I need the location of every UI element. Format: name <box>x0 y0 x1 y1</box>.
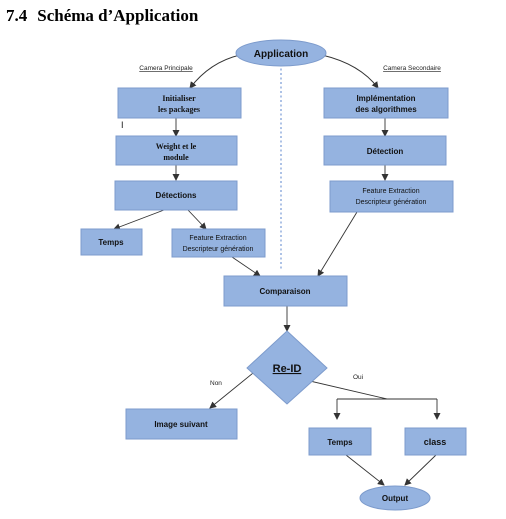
weight-line-1: Weight et le <box>156 142 197 151</box>
image-suivant-label: Image suivant <box>154 420 208 429</box>
comparaison-box: Comparaison <box>223 275 348 307</box>
arrow-feature-left-to-comparaison <box>231 256 261 277</box>
camera-principale-label: Camera Principale <box>139 65 193 72</box>
class-box: class <box>404 427 467 456</box>
arrow-application-to-implementation <box>321 54 379 89</box>
oui-label: Oui <box>353 374 363 381</box>
detections-left-box: Détections <box>114 180 238 211</box>
temps-left-label: Temps <box>98 238 124 247</box>
weight-line-2: module <box>163 153 189 162</box>
feature-right-line-2: Descripteur génération <box>356 199 427 206</box>
arrow-class-to-output <box>404 454 437 486</box>
section-title: Schéma d’Application <box>37 6 199 25</box>
temps-right-box: Temps <box>308 427 372 456</box>
feature-left-line-2: Descripteur génération <box>183 246 254 253</box>
comparaison-label: Comparaison <box>259 287 310 296</box>
detection-right-box: Détection <box>323 135 447 166</box>
implementation-line-2: des algorithmes <box>355 105 417 114</box>
output-label: Output <box>382 494 409 503</box>
initialiser-box: Initialiser les packages <box>117 87 242 119</box>
class-label: class <box>424 437 447 447</box>
line-reid-oui <box>309 380 388 400</box>
temps-left-box: Temps <box>80 228 143 256</box>
arrow-application-to-initialiser <box>189 54 241 89</box>
arrow-reid-to-image-suivant <box>209 368 259 409</box>
initialiser-line-1: Initialiser <box>162 94 196 103</box>
connectors <box>113 54 441 486</box>
reid-diamond: Re-ID <box>246 330 328 405</box>
non-label: Non <box>210 380 222 387</box>
section-heading: 7.4 Schéma d’Application <box>6 6 198 26</box>
temps-right-label: Temps <box>327 438 353 447</box>
application-node: Application <box>235 39 327 67</box>
feature-left-line-1: Feature Extraction <box>189 235 246 242</box>
detection-right-label: Détection <box>367 147 404 156</box>
reid-label: Re-ID <box>273 363 302 375</box>
arrow-temps-to-output <box>345 454 385 486</box>
arrow-feature-right-to-comparaison <box>317 211 358 277</box>
detections-left-label: Détections <box>156 191 197 200</box>
arrow-detections-to-temps <box>113 209 165 231</box>
application-label: Application <box>254 49 308 60</box>
initialiser-line-2: les packages <box>158 105 200 114</box>
feature-left-box: Feature Extraction Descripteur génératio… <box>171 228 266 258</box>
feature-right-box: Feature Extraction Descripteur génératio… <box>329 180 454 213</box>
feature-right-line-1: Feature Extraction <box>362 188 419 195</box>
section-number: 7.4 <box>6 6 28 25</box>
camera-secondaire-label: Camera Secondaire <box>383 65 441 72</box>
arrow-detections-to-feature-left <box>187 209 207 230</box>
stray-mark: I <box>121 120 124 130</box>
image-suivant-box: Image suivant <box>125 408 238 440</box>
implementation-line-1: Implémentation <box>356 94 415 103</box>
output-node: Output <box>359 485 431 511</box>
weight-box: Weight et le module <box>115 135 238 166</box>
implementation-box: Implémentation des algorithmes <box>323 87 449 119</box>
